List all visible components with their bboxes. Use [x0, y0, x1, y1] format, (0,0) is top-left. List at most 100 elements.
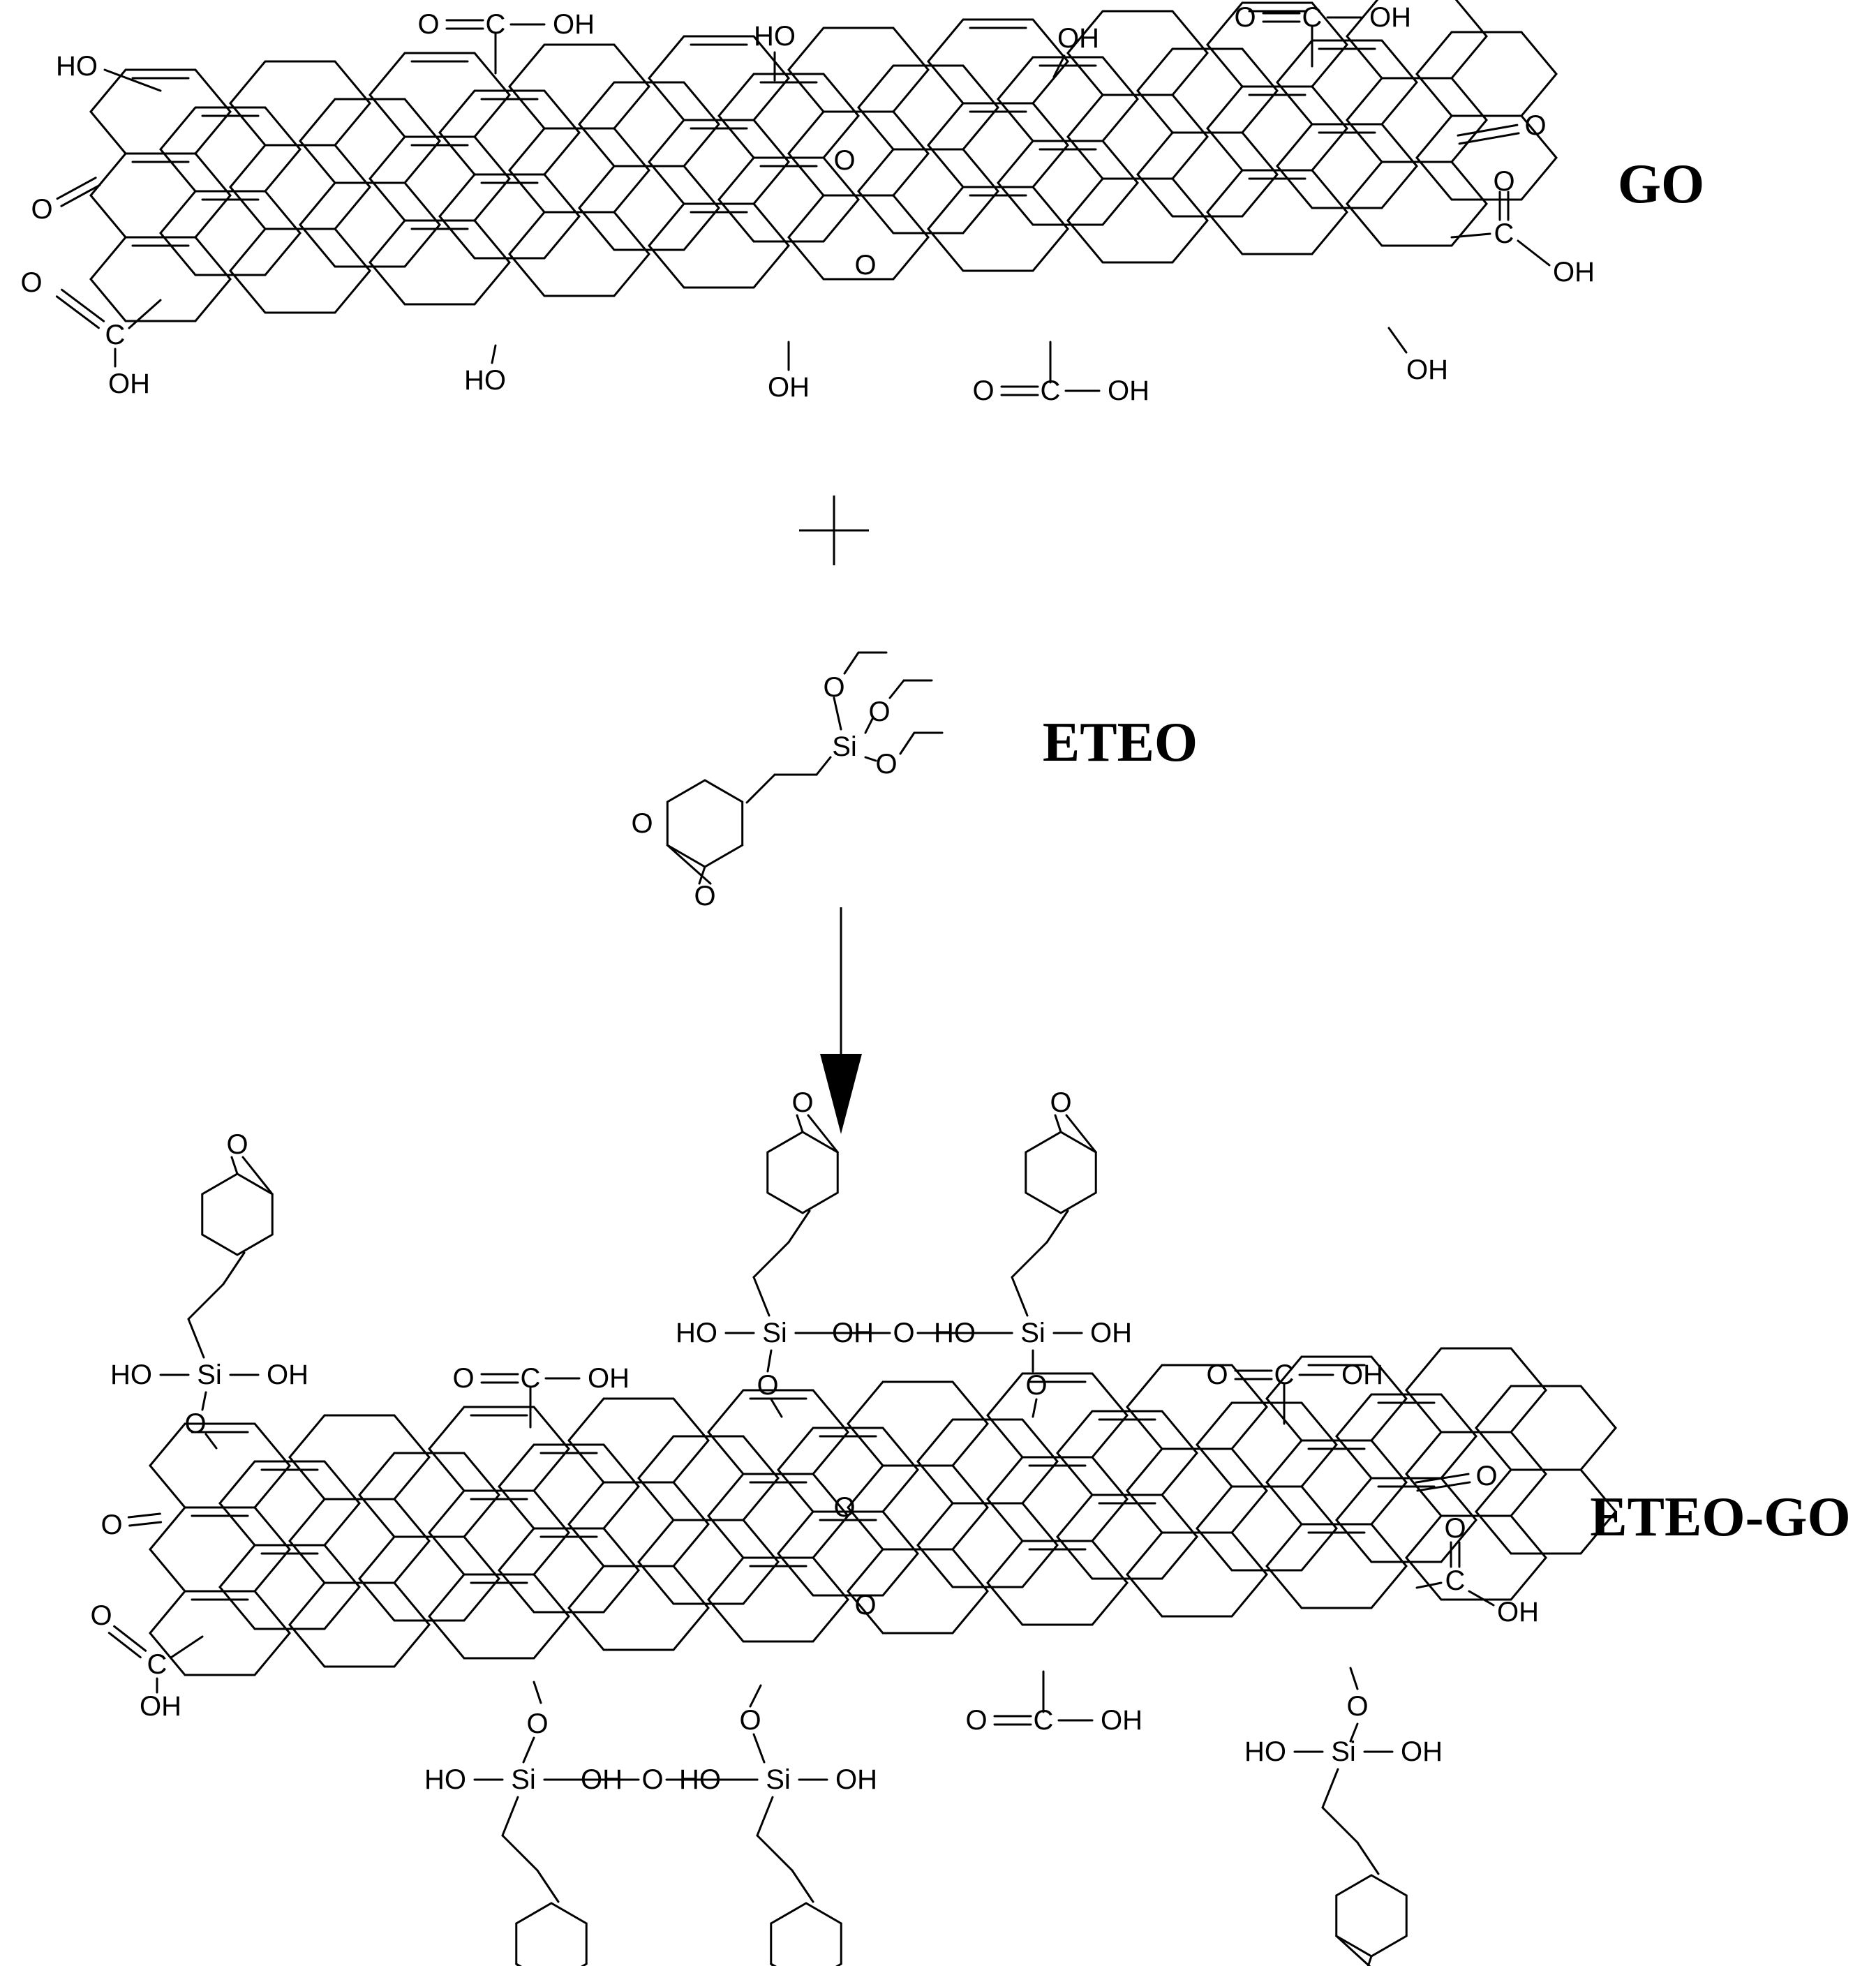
epoxide-oxygen: O — [833, 1492, 855, 1523]
carbon-ring — [1405, 1347, 1547, 1433]
carbon-ring — [1346, 77, 1488, 163]
carbon-ring — [288, 1581, 431, 1668]
carbon-ring — [1196, 1485, 1338, 1572]
carbon-ring — [986, 1456, 1129, 1542]
hydroxyl-group: HO — [754, 21, 796, 52]
carbon-ring — [997, 56, 1139, 142]
oxygen-atom: O — [20, 267, 42, 298]
carbon-ring — [218, 1460, 361, 1547]
cyclohexane-ring — [770, 1902, 842, 1966]
carbon-ring — [1346, 161, 1488, 247]
carbon-ring — [578, 165, 720, 251]
oxygen-atom: O — [452, 1363, 474, 1394]
carbon-ring — [288, 1414, 431, 1500]
carbon-ring — [1475, 1468, 1617, 1555]
carbon-ring — [916, 1502, 1059, 1588]
silicon-atom: Si — [1020, 1318, 1045, 1348]
carbon-ring — [1066, 94, 1209, 180]
oxygen-atom: O — [757, 1370, 778, 1401]
carbon-ring — [1136, 131, 1279, 218]
epoxide-oxygen: O — [854, 250, 876, 281]
oxygen-atom: O — [526, 1708, 548, 1739]
carbon-ring — [847, 1380, 989, 1467]
carbon-ring — [438, 89, 581, 176]
oxygen-atom: O — [823, 672, 844, 703]
carbon-ring — [1206, 169, 1348, 255]
epoxide-oxygen: O — [1050, 1087, 1071, 1118]
cyclohexane-ring — [766, 1131, 839, 1214]
carbon-ring — [637, 1519, 780, 1605]
carbon-ring — [149, 1422, 291, 1509]
carbon-ring — [1415, 114, 1558, 201]
carbon-ring — [787, 110, 930, 197]
carbon-ring — [149, 1590, 291, 1676]
hydroxyl-group: OH — [768, 372, 810, 403]
carbon-atom: C — [105, 320, 126, 350]
oxygen-atom: O — [417, 9, 439, 40]
carbon-ring — [1346, 0, 1488, 80]
carbon-ring — [648, 202, 790, 289]
carbon-ring — [787, 194, 930, 281]
eteo-go-label: ETEO-GO — [1590, 1487, 1850, 1548]
carbon-ring — [428, 1489, 570, 1576]
hydroxyl-group: OH — [835, 1764, 877, 1795]
plus-sign — [799, 496, 869, 565]
carbon-ring — [438, 173, 581, 260]
carbon-ring — [1126, 1447, 1268, 1534]
carbon-ring — [89, 68, 232, 155]
epoxide-oxygen: O — [694, 881, 715, 911]
silicon-atom: Si — [197, 1360, 222, 1390]
oxygen-atom: O — [184, 1408, 206, 1439]
hydroxyl-group: OH — [1057, 23, 1099, 54]
hydroxyl-group: OH — [1401, 1736, 1443, 1767]
carbon-ring — [149, 1506, 291, 1593]
carbon-atom: C — [486, 9, 506, 40]
carbon-ring — [498, 1443, 640, 1530]
cyclohexane-ring — [515, 1902, 588, 1966]
carbon-atom: C — [1034, 1705, 1054, 1736]
oxygen-atom: O — [965, 1705, 987, 1736]
carbon-ring — [299, 98, 441, 184]
carbon-ring — [1265, 1439, 1408, 1526]
hydroxyl-group: OH — [108, 368, 150, 399]
go-label: GO — [1618, 154, 1704, 215]
carbon-ring — [428, 1406, 570, 1492]
carbon-atom: C — [1041, 375, 1061, 406]
carbon-atom: C — [147, 1649, 168, 1680]
epoxide-oxygen: O — [854, 1590, 876, 1621]
oxygen-atom: O — [1346, 1691, 1368, 1722]
hydroxyl-group: OH — [1406, 355, 1448, 385]
epoxide-oxygen: O — [631, 808, 653, 839]
carbon-ring — [508, 43, 650, 130]
carbon-ring — [229, 60, 371, 147]
ketone-oxygen: O — [1524, 110, 1546, 141]
carbon-ring — [1056, 1410, 1198, 1496]
carbon-atom: C — [1302, 2, 1323, 33]
carbon-ring — [428, 1573, 570, 1660]
ketone-oxygen: O — [1475, 1461, 1497, 1491]
hydroxyl-group: OH — [1090, 1318, 1132, 1348]
carbon-ring — [288, 1498, 431, 1584]
carbon-ring — [1206, 85, 1348, 172]
carbon-ring — [368, 219, 511, 306]
oxygen-atom: O — [868, 697, 890, 727]
carbon-ring — [368, 52, 511, 138]
oxygen-atom: O — [972, 375, 994, 406]
carbon-ring — [508, 127, 650, 214]
carbon-ring — [857, 148, 999, 234]
oxygen-atom: O — [1444, 1513, 1466, 1544]
carbon-ring — [1265, 1523, 1408, 1609]
hydroxyl-group: HO — [424, 1764, 466, 1795]
carbon-ring — [229, 144, 371, 230]
carbon-ring — [916, 1418, 1059, 1505]
cyclohexane-ring — [1025, 1131, 1097, 1214]
carbon-ring — [299, 181, 441, 268]
carbon-ring — [1126, 1364, 1268, 1450]
hydroxyl-group: OH — [1553, 257, 1595, 288]
carbon-ring — [927, 186, 1069, 272]
silicon-atom: Si — [762, 1318, 787, 1348]
hydroxyl-group: OH — [1101, 1705, 1142, 1736]
